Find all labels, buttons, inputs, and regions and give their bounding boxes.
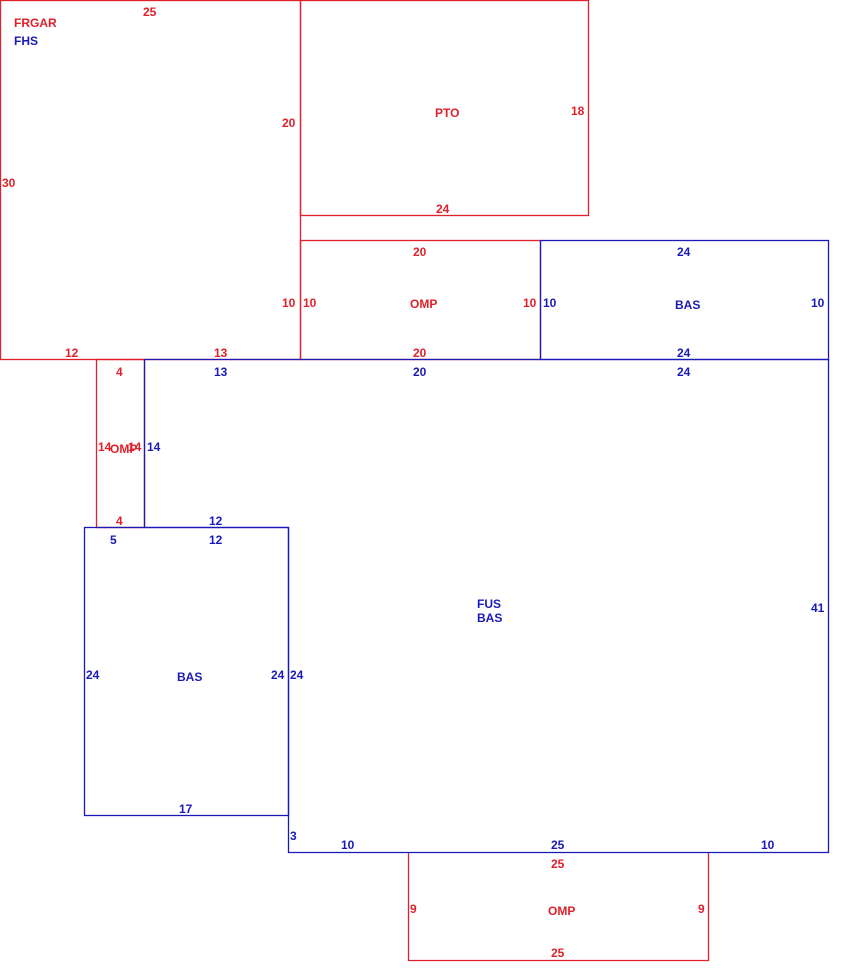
bas-top-left-dim: 10 [543,296,557,310]
fus-step-side-dim: 3 [290,829,297,843]
fus-top-mid-dim: 20 [413,365,427,379]
fus-bottom-left-dim: 10 [341,838,355,852]
fus-right-dim: 41 [811,601,825,615]
fus-step-top-dim: 12 [209,514,223,528]
frgar-right-dim: 20 [282,116,296,130]
pto-right-dim: 18 [571,104,585,118]
bas-left-top-dim: 12 [209,533,223,547]
frgar-right-lower-dim: 10 [282,296,296,310]
pto-code: PTO [435,106,459,120]
frgar-left-dim: 30 [2,176,16,190]
bas-left-bottom-dim: 17 [179,802,193,816]
omp-bottom-left-dim: 9 [410,902,417,916]
fus-top-left-dim: 13 [214,365,228,379]
omp-bottom-outline [407,852,710,962]
bas-top-right-dim: 10 [811,296,825,310]
fus-top-right-dim: 24 [677,365,691,379]
omp-bottom-top-dim: 25 [551,857,565,871]
bas-top-top-dim: 24 [677,245,691,259]
omp-small-left-dim: 14 [98,440,112,454]
omp-mid-code: OMP [410,297,437,311]
omp-bottom-code: OMP [548,904,575,918]
frgar-bottom-left-dim: 12 [65,346,79,360]
omp-small-code: OMP [110,442,137,456]
bas-left-code: BAS [177,670,202,684]
omp-small-top-dim: 4 [116,365,123,379]
omp-mid-left-dim: 10 [303,296,317,310]
bas-top-bottom-dim: 24 [677,346,691,360]
omp-mid-top-dim: 20 [413,245,427,259]
bas-left-right-inner-dim: 24 [271,668,285,682]
bas-left-outline [83,526,290,817]
omp-bottom-bottom-dim: 25 [551,946,565,960]
frgar-outline [0,0,302,361]
pto-outline [299,0,590,217]
frgar-sub: FHS [14,34,38,48]
bas-left-top-left-dim: 5 [110,533,117,547]
fus-code: FUS [477,597,501,611]
fus-left-upper-dim: 14 [147,440,161,454]
omp-small-bottom-dim: 4 [116,514,123,528]
frgar-top-dim: 25 [143,5,157,19]
fus-bottom-right-dim: 10 [761,838,775,852]
omp-bottom-right-dim: 9 [698,902,705,916]
omp-mid-right-dim: 10 [523,296,537,310]
fus-bottom-mid-dim: 25 [551,838,565,852]
omp-small-right-dim: 14 [128,440,142,454]
bas-left-right-outer-dim: 24 [290,668,304,682]
omp-mid-bottom-dim: 20 [413,346,427,360]
fus-sub: BAS [477,611,502,625]
pto-bottom-dim: 24 [436,202,450,216]
frgar-bottom-right-dim: 13 [214,346,228,360]
frgar-code: FRGAR [14,16,57,30]
bas-top-code: BAS [675,298,700,312]
bas-left-left-dim: 24 [86,668,100,682]
